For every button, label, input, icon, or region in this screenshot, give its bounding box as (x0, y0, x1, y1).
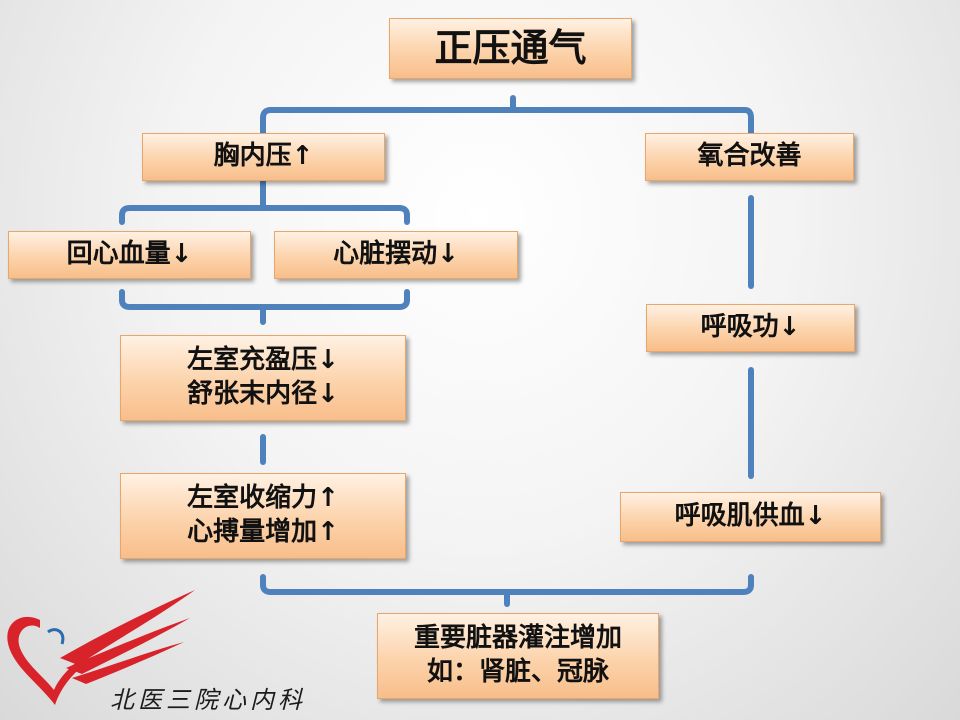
respiratory-muscle-text: 呼吸肌供血↓ (674, 501, 827, 532)
chest-pressure-box: 胸内压↑ (142, 133, 385, 181)
outcome-box: 重要脏器灌注增加 如：肾脏、冠脉 (377, 613, 659, 699)
title-box: 正压通气 (389, 18, 632, 79)
lv-contractility-line1: 左室收缩力↑ (187, 483, 339, 514)
heart-swing-box: 心脏摆动↓ (274, 231, 518, 279)
venous-return-box: 回心血量↓ (8, 231, 251, 279)
oxygenation-box: 氧合改善 (645, 133, 854, 181)
heart-swing-text: 心脏摆动↓ (333, 239, 459, 270)
logo-text: 北医三院心内科 (110, 686, 306, 714)
outcome-line1: 重要脏器灌注增加 (413, 623, 622, 654)
lv-filling-box: 左室充盈压↓ 舒张末内径↓ (120, 335, 406, 421)
lv-filling-line1: 左室充盈压↓ (187, 345, 339, 376)
work-of-breathing-box: 呼吸功↓ (646, 304, 855, 352)
work-of-breathing-text: 呼吸功↓ (700, 312, 801, 343)
chest-pressure-text: 胸内压↑ (213, 141, 314, 172)
lv-contractility-box: 左室收缩力↑ 心搏量增加↑ (120, 473, 406, 559)
connector-root-split (260, 95, 754, 137)
connector-chest-bracket-bottom (119, 289, 410, 325)
lv-contractility-line2: 心搏量增加↑ (187, 517, 339, 547)
outcome-line2: 如：肾脏、冠脉 (426, 657, 609, 687)
connector-bottom-bracket (260, 574, 754, 607)
lv-filling-line2: 舒张末内径↓ (187, 379, 339, 409)
logo-heart-wings-icon (7, 590, 195, 705)
respiratory-muscle-box: 呼吸肌供血↓ (620, 492, 881, 542)
connector-chest-bracket-top (119, 179, 410, 225)
oxygenation-text: 氧合改善 (697, 141, 802, 172)
venous-return-text: 回心血量↓ (66, 239, 193, 270)
title-text: 正压通气 (434, 25, 587, 70)
